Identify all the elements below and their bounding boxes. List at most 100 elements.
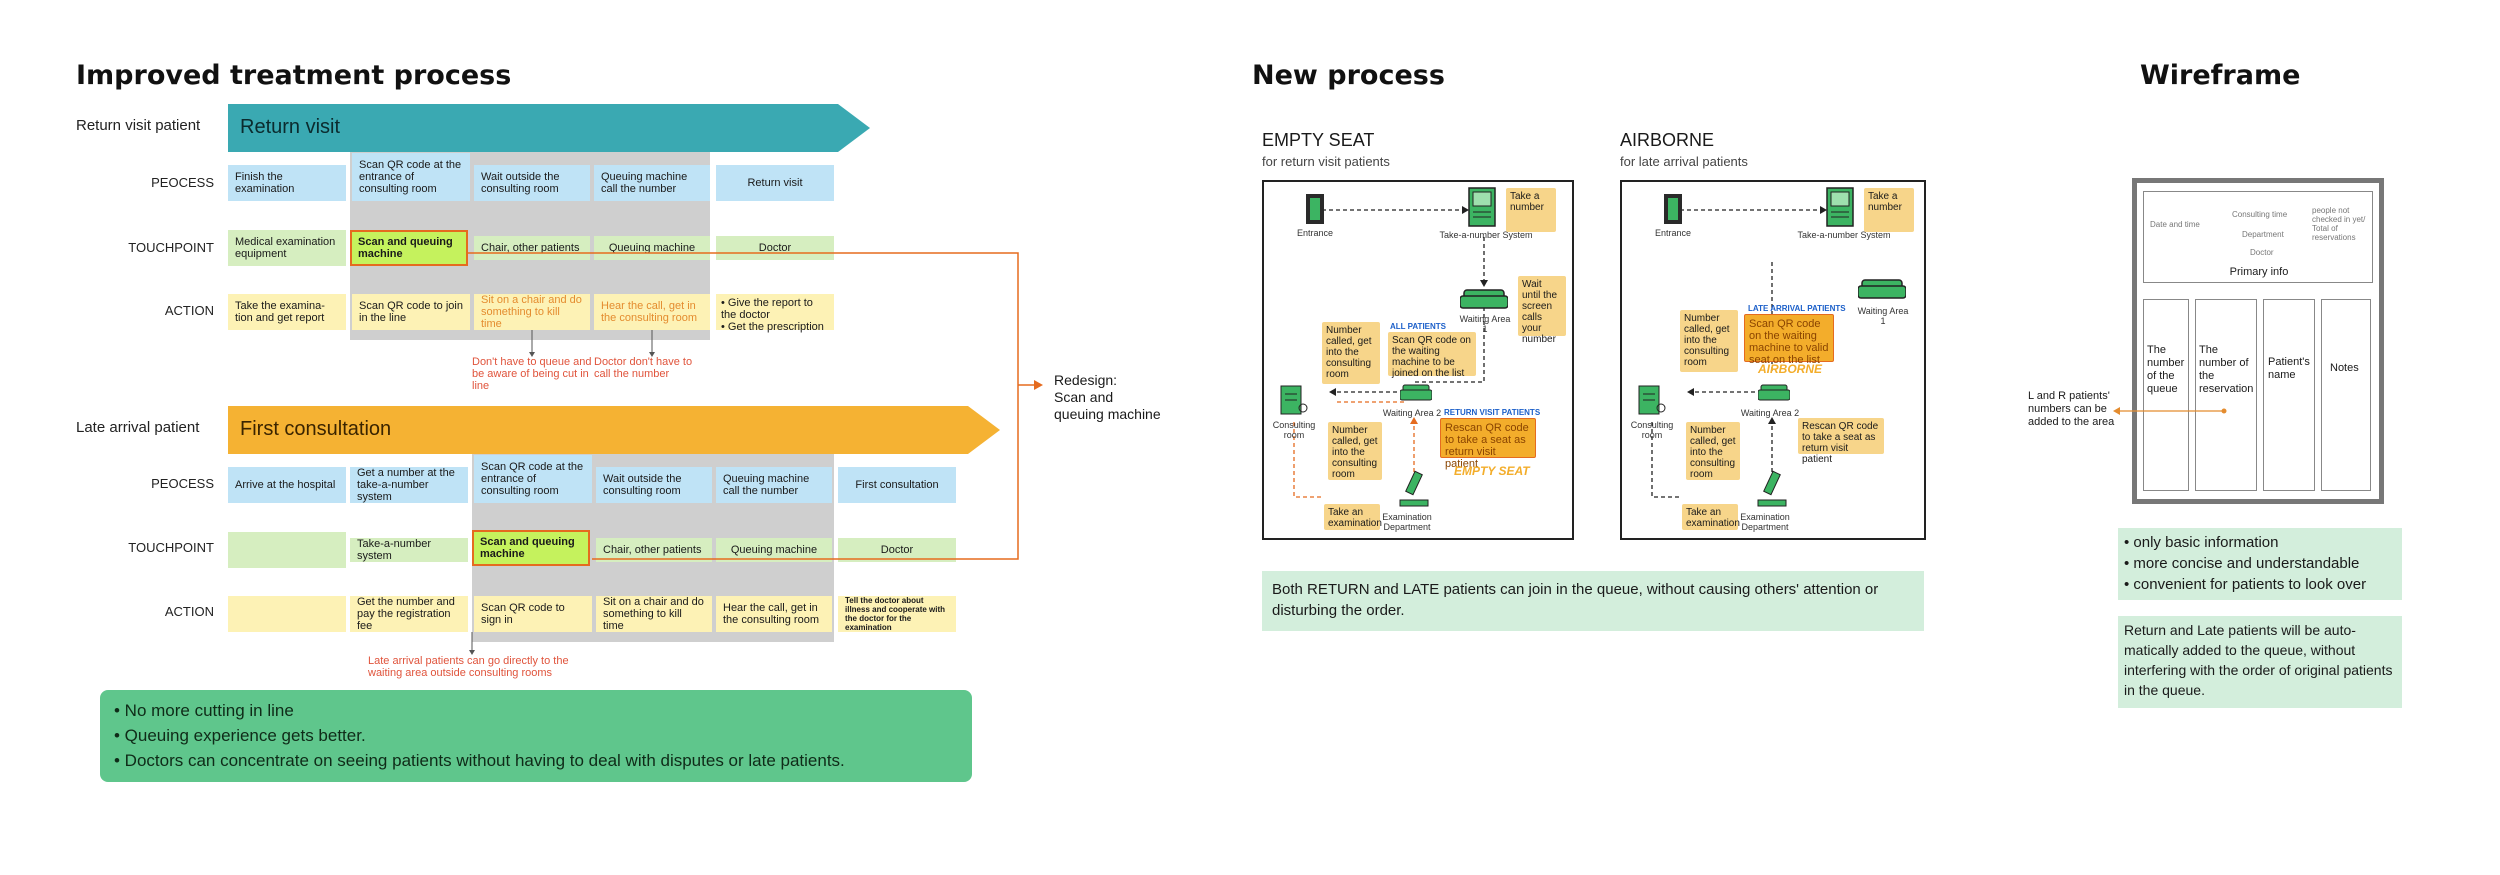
late-process-6: First consultation [838,467,956,503]
wf-date-time: Date and time [2150,220,2200,229]
left-exam: Take an examination [1324,504,1382,530]
airborne-panel: Entrance Take-a-number System Take a num… [1620,180,1926,540]
right-take-system: Take-a-number System [1797,230,1891,240]
left-called-1: Number called, get into the consulting r… [1322,322,1380,384]
late-touchpoint-1 [228,532,346,568]
return-action-5a: • Give the report to the doctor [721,297,813,321]
return-action-2: Scan QR code to join in the line [352,294,470,330]
return-action-4: Hear the call, get in the consulting roo… [594,294,710,330]
late-action-2: Get the number and pay the registration … [350,596,468,632]
kiosk-icon [1468,187,1496,227]
wf-department: Department [2242,230,2284,239]
first-consultation-banner: First consultation [228,406,1000,454]
wf-bullet-3: • convenient for patients to look over [2124,576,2367,593]
left-called-2: Number called, get into the consulting r… [1328,422,1382,480]
wf-col-notes: Notes [2321,299,2371,491]
return-action-5b: • Get the prescription [721,321,824,333]
wf-consulting-time: Consulting time [2232,210,2288,219]
late-touchpoint-3: Scan and queuing machine [472,530,590,566]
right-consulting-icon [1638,385,1666,415]
wf-bullet-2: • more concise and understandable [2124,555,2360,572]
right-exam: Take an examination [1682,504,1740,530]
return-process-2: Scan QR code at the entrance of consulti… [352,153,470,201]
late-row-label-process: PEOCESS [151,476,214,491]
return-action-3: Sit on a chair and do something to kill … [474,294,590,330]
wf-people: people not checked in yet/ Total of rese… [2312,206,2366,242]
return-patient-label: Return visit patient [76,117,201,134]
redesign-line-2: Scan and [1054,389,1114,405]
first-consultation-banner-text: First consultation [240,418,392,440]
return-process-3: Wait outside the consulting room [474,165,590,201]
redesign-line-1: Redesign: [1054,372,1118,388]
redesign-label: Redesign: Scan and queuing machine [1054,372,1161,423]
airborne-subtitle: for late arrival patients [1620,154,1748,169]
return-touchpoint-5: Doctor [716,236,834,260]
wireframe-primary-info: Date and time Consulting time Department… [2143,191,2373,283]
return-note-1: Don't have to queue and be aware of bein… [472,356,592,392]
late-touchpoint-4: Chair, other patients [596,538,712,562]
row-label-process: PEOCESS [151,175,214,190]
right-consulting: Consulting room [1630,420,1674,440]
right-sofa2-icon [1758,384,1790,401]
wf-col-name: Patient's name [2263,299,2315,491]
right-entrance-icon [1664,194,1682,224]
return-note-2: Doctor don't have to call the number [594,356,693,380]
right-rescan: Rescan QR code to take a seat as return … [1798,418,1884,465]
late-note-arrow [469,632,475,655]
right-kiosk-icon [1826,187,1854,227]
summary-line-2: • Queuing experience gets better. [114,726,366,745]
left-all-scan: Scan QR code on the waiting machine to b… [1388,332,1476,379]
wf-primary-label: Primary info [2229,266,2289,278]
right-take-number: Take a number [1864,188,1914,232]
return-visit-banner-text: Return visit [240,116,341,138]
wireframe-screen: Date and time Consulting time Department… [2132,178,2384,504]
late-touchpoint-6: Doctor [838,538,956,562]
late-action-1 [228,596,346,632]
right-exam-dept: Examination Department [1740,512,1790,532]
summary-line-3: • Doctors can concentrate on seeing pati… [114,751,845,770]
right-waiting1: Waiting Area 1 [1857,306,1909,326]
late-process-2: Get a number at the take-a-number system [350,467,468,503]
entrance-icon [1306,194,1324,224]
right-late-patients: LATE ARRIVAL PATIENTS [1748,304,1846,313]
late-process-4: Wait outside the consulting room [596,467,712,503]
left-wait-until: Wait until the screen calls your number [1518,276,1566,345]
right-badge: AIRBORNE [1758,362,1823,376]
wf-col-reservation: The number of the reservation [2195,299,2257,491]
section3-title: Wireframe [2140,60,2301,91]
consulting-room-icon [1280,385,1308,415]
empty-seat-panel: Entrance Take-a-number System Take a num… [1262,180,1574,540]
wf-doctor: Doctor [2250,248,2274,257]
late-patient-label: Late arrival patient [76,419,200,436]
section2-title: New process [1252,60,1445,91]
late-process-3: Scan QR code at the entrance of consulti… [474,455,592,503]
right-sofa-icon [1858,279,1906,299]
left-exam-dept: Examination Department [1382,512,1432,532]
return-note-arrows [529,330,655,357]
return-touchpoint-4: Queuing machine [594,236,710,260]
left-consulting: Consulting room [1272,420,1316,440]
late-process-1: Arrive at the hospital [228,467,346,503]
airborne-title: AIRBORNE [1620,130,1715,150]
left-waiting2: Waiting Area 2 [1382,408,1442,418]
late-action-4: Sit on a chair and do something to kill … [596,596,712,632]
return-action-1: Take the examina-tion and get report [228,294,346,330]
return-action-5: • Give the report to the doctor • Get th… [716,294,834,333]
right-late-scan: Scan QR code on the waiting machine to v… [1744,314,1834,366]
left-entrance-label: Entrance [1296,228,1334,238]
right-called-1: Number called, get into the consulting r… [1680,310,1738,372]
empty-seat-title: EMPTY SEAT [1262,130,1375,150]
late-process-5: Queuing machine call the number [716,467,832,503]
left-return-patients: RETURN VISIT PATIENTS [1444,408,1541,417]
row-label-action: ACTION [164,303,214,318]
late-action-5: Hear the call, get in the consulting roo… [716,596,832,632]
left-all-patients: ALL PATIENTS [1390,322,1446,331]
late-row-label-action: ACTION [164,604,214,619]
return-touchpoint-1: Medical examination equipment [228,230,346,266]
right-called-2: Number called, get into the consulting r… [1686,422,1740,480]
section3-bullets: • only basic information • more concise … [2118,528,2402,600]
section2-summary: Both RETURN and LATE patients can join i… [1262,571,1924,631]
section3-paragraph: Return and Late patients will be auto-ma… [2118,616,2402,708]
left-badge: EMPTY SEAT [1454,464,1530,478]
wf-side-arrow [2113,407,2227,415]
